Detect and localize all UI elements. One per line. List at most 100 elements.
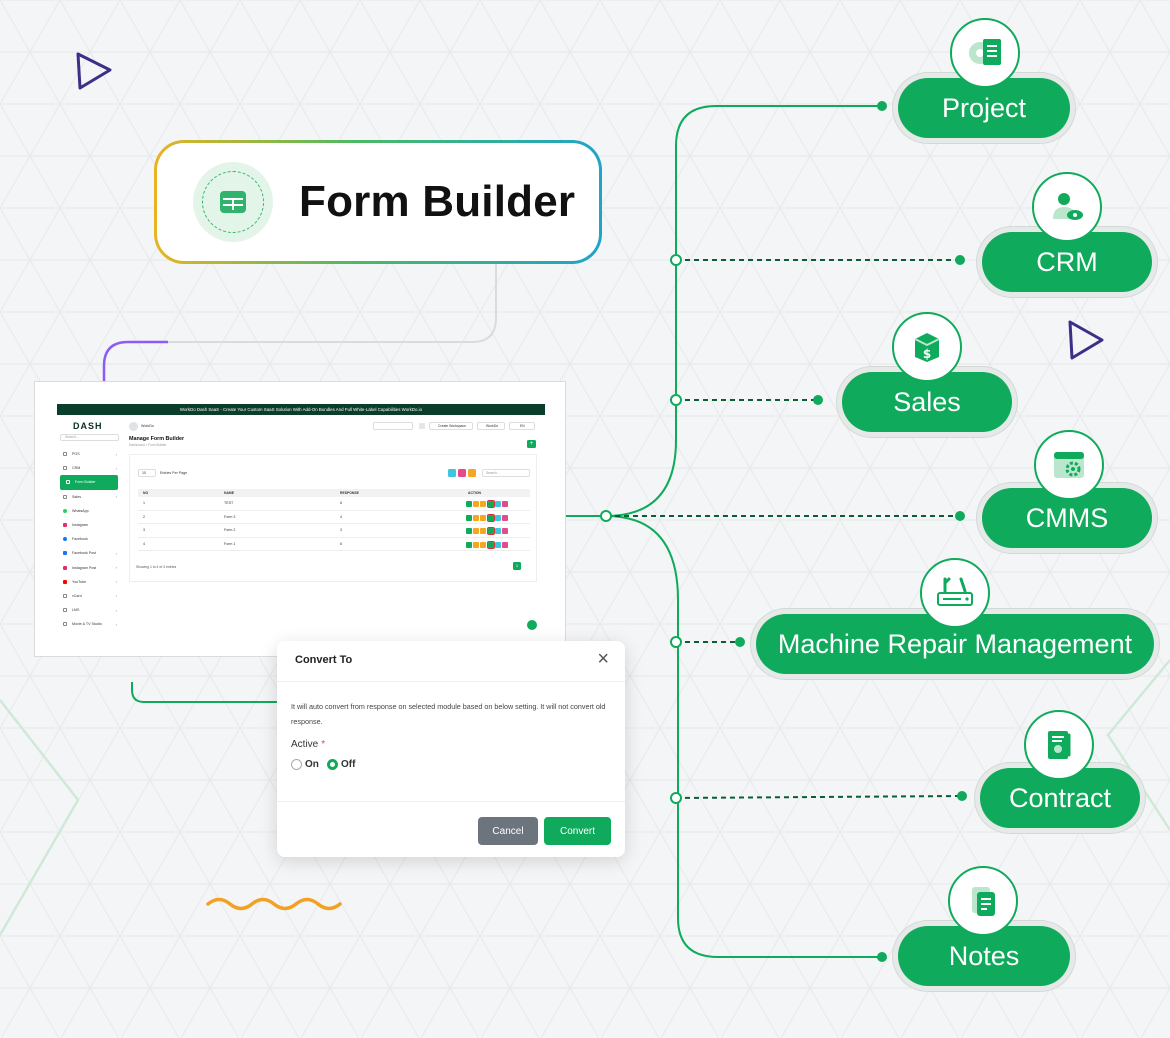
- action-icon[interactable]: [466, 528, 472, 534]
- language-dropdown[interactable]: EN: [509, 422, 535, 430]
- action-icon[interactable]: [473, 514, 480, 521]
- row-response: 6: [340, 541, 342, 546]
- action-icon[interactable]: [473, 541, 480, 548]
- workspace-selector[interactable]: WorkDo: [141, 424, 154, 428]
- sidebar-item-vcard[interactable]: vCard›: [57, 589, 121, 603]
- action-icon[interactable]: [473, 528, 480, 534]
- chevron-right-icon: ›: [115, 451, 117, 457]
- column-no: NO: [143, 491, 149, 495]
- sidebar-item-movie-tv-studio[interactable]: Movie & TV Studio›: [57, 617, 121, 631]
- action-icon[interactable]: [480, 514, 487, 521]
- action-icon[interactable]: [466, 501, 472, 507]
- table-search-input[interactable]: Search...: [482, 469, 530, 477]
- sidebar-item-form-builder[interactable]: Form Builder: [60, 475, 118, 490]
- sidebar-item-label: vCard: [72, 593, 82, 598]
- module-machine-repair-management[interactable]: Machine Repair Management: [756, 614, 1154, 674]
- row-actions: [466, 540, 508, 549]
- sidebar-item-youtube[interactable]: YouTube›: [57, 575, 121, 589]
- edit-icon[interactable]: [494, 541, 501, 548]
- action-icon[interactable]: [473, 501, 480, 507]
- module-cmms[interactable]: CMMS: [982, 488, 1152, 548]
- delete-icon[interactable]: [501, 514, 508, 521]
- add-form-button[interactable]: +: [527, 440, 536, 448]
- entries-label: Entries Per Page: [160, 471, 188, 475]
- sidebar-item-label: Movie & TV Studio: [72, 622, 102, 627]
- page-button[interactable]: 1: [513, 562, 521, 570]
- close-icon[interactable]: ×: [597, 648, 609, 670]
- instagram-icon: [63, 523, 67, 528]
- edit-icon[interactable]: [494, 514, 501, 521]
- bell-icon[interactable]: [419, 423, 425, 429]
- sidebar-item-crm[interactable]: CRM›: [57, 461, 121, 475]
- module-project[interactable]: Project: [898, 78, 1070, 138]
- divider: [277, 801, 625, 802]
- delete-icon[interactable]: [501, 528, 508, 534]
- radio-off[interactable]: Off: [327, 759, 355, 770]
- workspace-dropdown[interactable]: WorkDo: [477, 422, 505, 430]
- sidebar-item-whatsapp[interactable]: WhatsApp: [57, 504, 121, 518]
- print-icon[interactable]: [458, 469, 466, 477]
- convert-icon[interactable]: [486, 527, 495, 535]
- radio-label: On: [305, 759, 319, 770]
- certificate-icon: [1024, 710, 1094, 780]
- sidebar-item-label: Instagram Post: [72, 565, 97, 570]
- action-icon[interactable]: [466, 514, 472, 521]
- sidebar-item-instagram-post[interactable]: Instagram Post›: [57, 561, 121, 575]
- row-response: 4: [340, 514, 342, 519]
- edit-icon[interactable]: [494, 501, 501, 507]
- sidebar-item-facebook[interactable]: Facebook: [57, 532, 121, 546]
- help-fab[interactable]: [527, 620, 537, 630]
- cancel-button[interactable]: Cancel: [478, 817, 538, 845]
- breadcrumb: Dashboard > Form Builder: [129, 443, 167, 447]
- convert-icon[interactable]: [486, 500, 495, 508]
- form-builder-card: Form Builder: [154, 140, 602, 264]
- hero-title: Form Builder: [299, 177, 576, 226]
- sidebar-item-sales[interactable]: Sales›: [57, 490, 121, 504]
- module-crm[interactable]: CRM: [982, 232, 1152, 292]
- form-icon: [66, 480, 70, 485]
- action-icon[interactable]: [466, 541, 472, 548]
- svg-text:$: $: [923, 347, 931, 361]
- sidebar-item-label: Form Builder: [75, 480, 96, 485]
- row-no: 4: [143, 541, 145, 546]
- action-icon[interactable]: [480, 541, 487, 548]
- module-sales[interactable]: Sales: [842, 372, 1012, 432]
- action-icon[interactable]: [480, 528, 487, 534]
- module-notes[interactable]: Notes: [898, 926, 1070, 986]
- sidebar-item-lms[interactable]: LMS›: [57, 603, 121, 617]
- row-name: Form 2: [224, 528, 236, 532]
- radio-on[interactable]: On: [291, 759, 319, 770]
- sidebar-item-label: Sales: [72, 494, 81, 499]
- convert-button[interactable]: Convert: [544, 817, 611, 845]
- sales-icon: [63, 494, 67, 499]
- note-icon: [948, 866, 1018, 936]
- action-icon[interactable]: [480, 501, 487, 507]
- sidebar-item-facebook-post[interactable]: Facebook Post›: [57, 546, 121, 560]
- youtube-icon: [63, 579, 67, 584]
- sidebar-search-input[interactable]: Search...: [60, 434, 119, 441]
- edit-icon[interactable]: [494, 528, 501, 534]
- facebook-icon: [63, 537, 67, 542]
- sidebar-item-label: CRM: [72, 466, 81, 471]
- convert-icon[interactable]: [486, 540, 495, 549]
- sidebar-item-instagram[interactable]: Instagram: [57, 518, 121, 532]
- vcard-icon: [63, 593, 67, 598]
- gear-document-icon: [950, 18, 1020, 88]
- tool-machine-icon: [920, 558, 990, 628]
- delete-icon[interactable]: [501, 541, 508, 548]
- sidebar-item-pos[interactable]: POS›: [57, 447, 121, 461]
- reset-icon[interactable]: [468, 469, 476, 477]
- export-icon[interactable]: [448, 469, 456, 477]
- dollar-box-icon: $: [892, 312, 962, 382]
- entries-select[interactable]: 10: [138, 469, 156, 477]
- delete-icon[interactable]: [501, 501, 508, 507]
- sidebar-item-label: YouTube: [72, 579, 87, 584]
- convert-icon[interactable]: [486, 513, 495, 522]
- create-workspace-button[interactable]: Create Workspace: [429, 422, 473, 430]
- header-search[interactable]: [373, 422, 413, 430]
- app-logo: DASH: [73, 421, 103, 431]
- column-action: ACTION: [468, 491, 481, 495]
- workspace-avatar[interactable]: [129, 422, 138, 431]
- active-label-text: Active: [291, 739, 319, 750]
